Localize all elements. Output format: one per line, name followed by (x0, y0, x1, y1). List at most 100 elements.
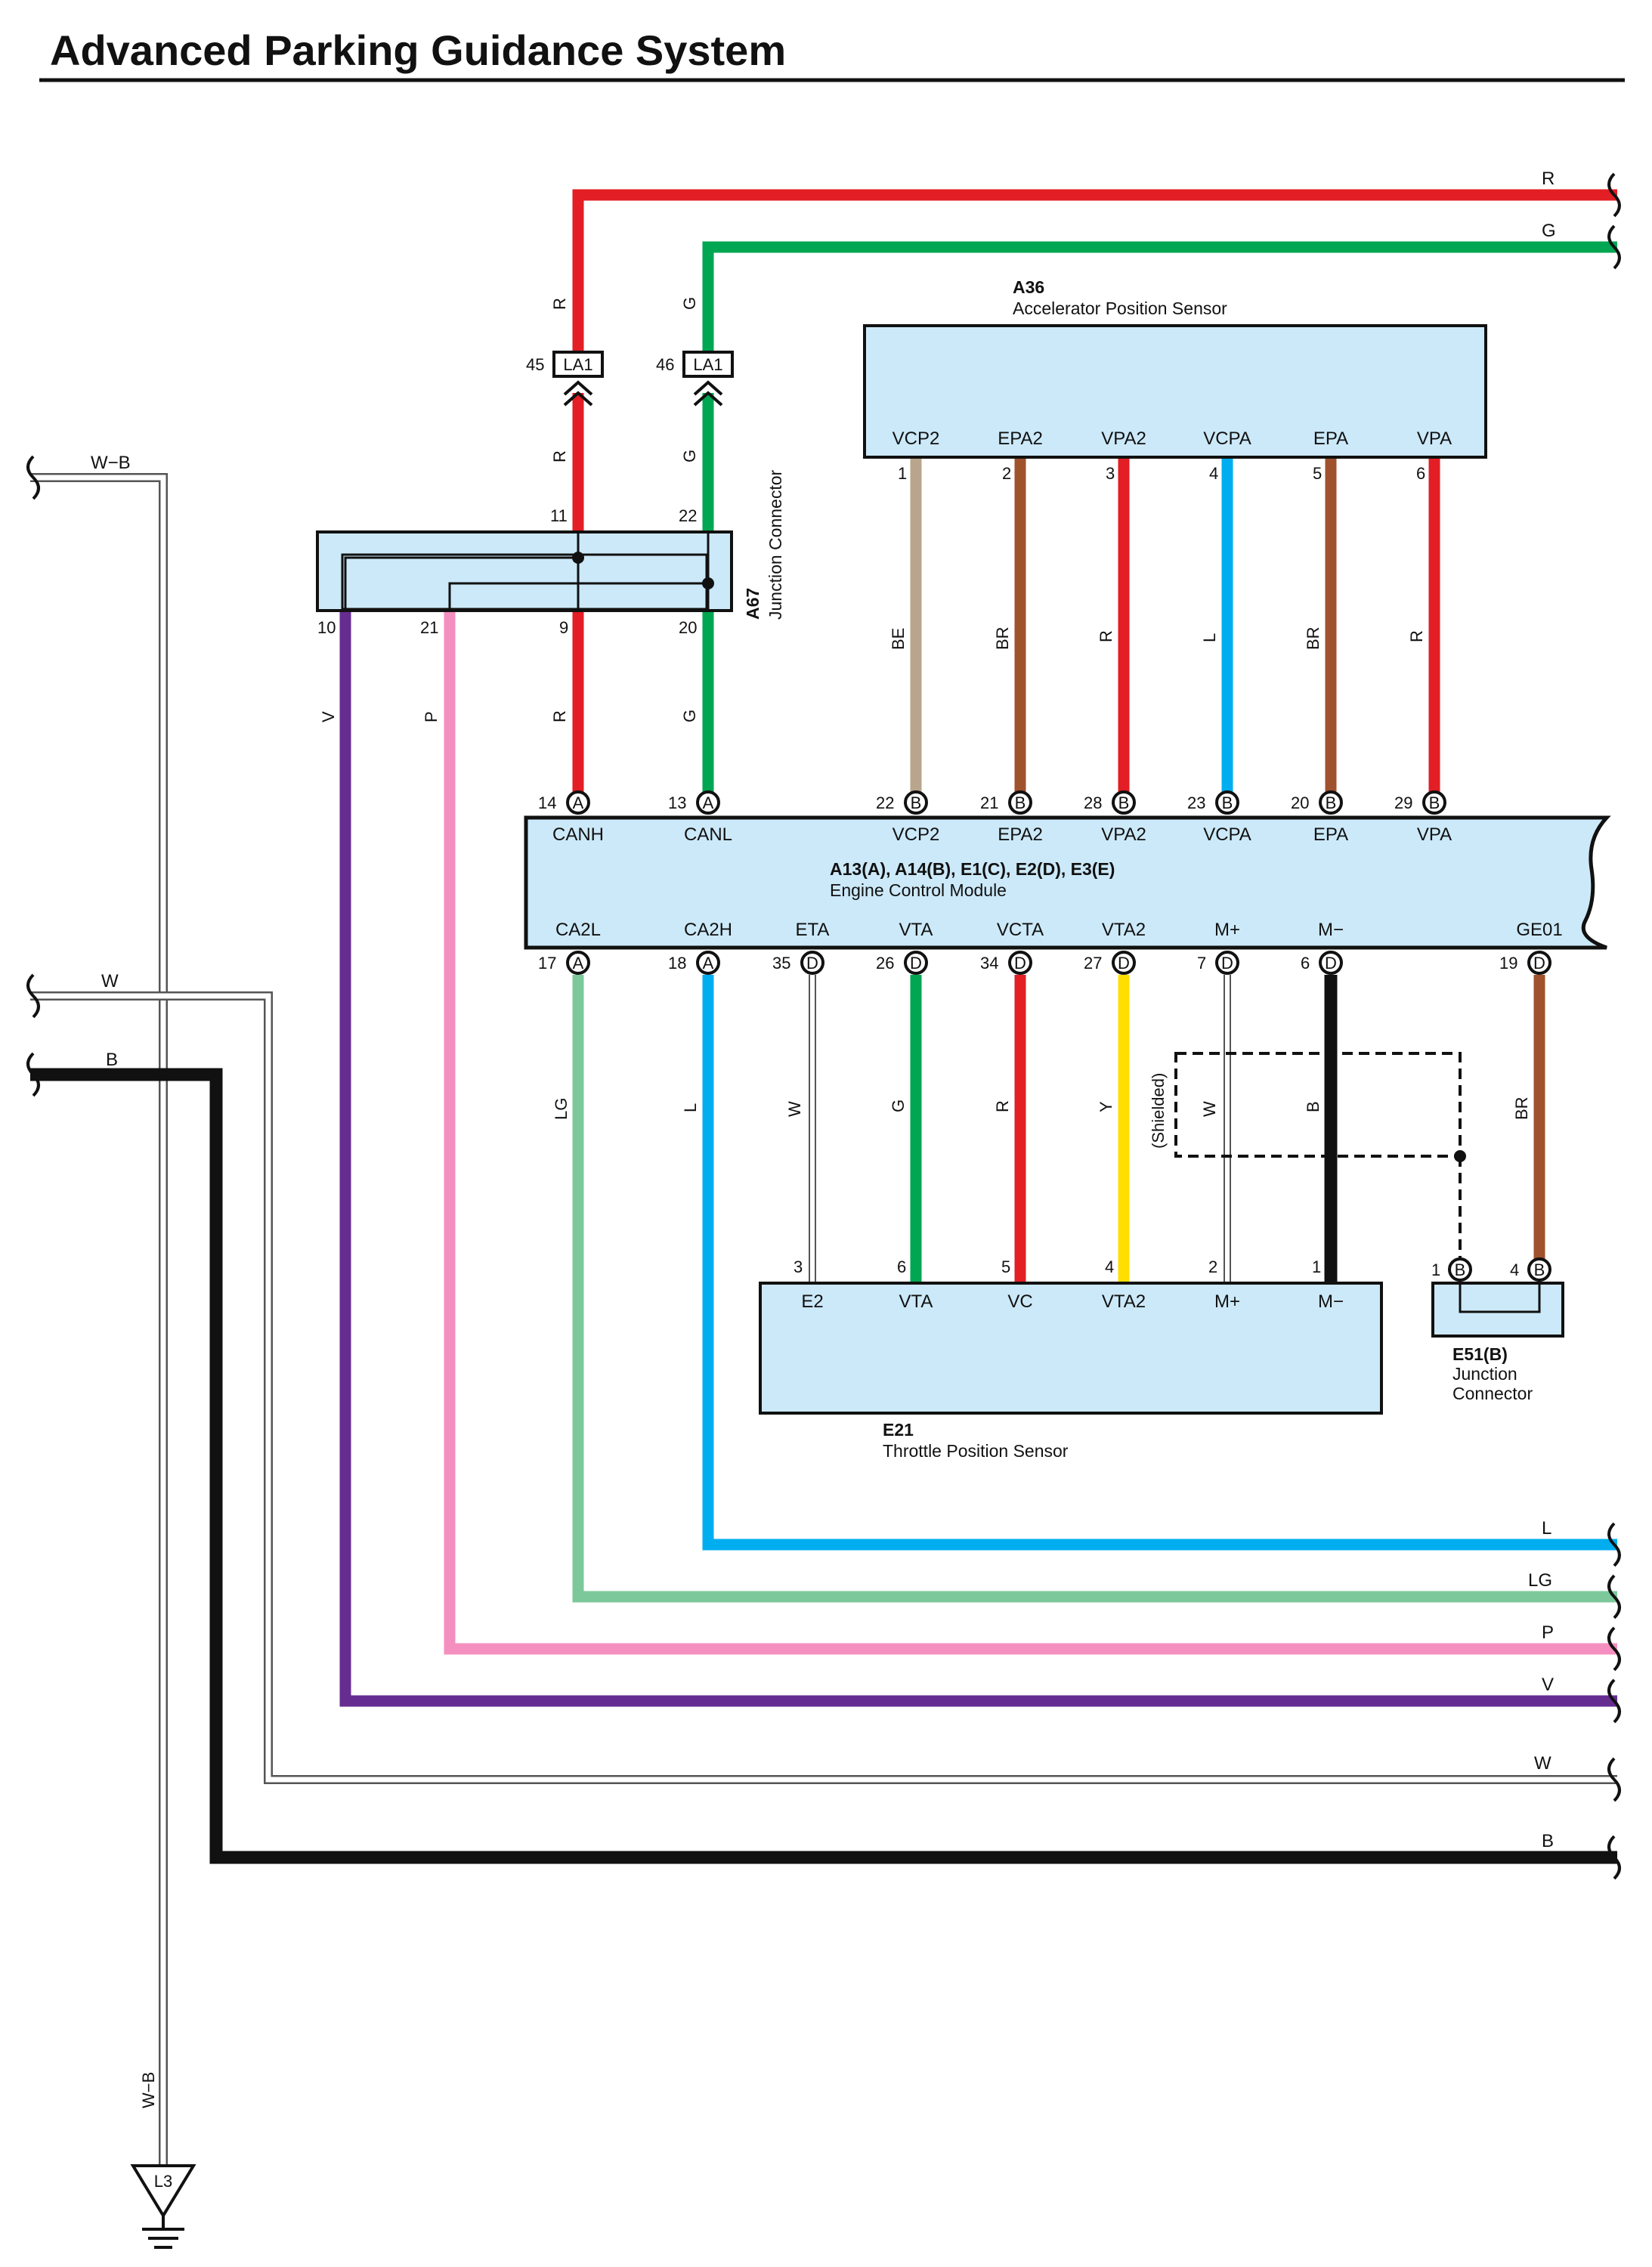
right-label-lg: LG (1528, 1570, 1552, 1591)
ecm-pin-13a-num: 13 (668, 793, 686, 812)
la1-45-box (552, 351, 604, 378)
ecm-pin-17a-circle (566, 951, 590, 975)
ecm-term-canl: CANL (684, 824, 732, 845)
ecm-pin-19d-circle (1527, 951, 1551, 975)
ecm-pin-26d-conn: D (910, 954, 922, 973)
ecm-pin-7d-circle (1215, 951, 1239, 975)
wire-v (339, 611, 1617, 1707)
e51-id: E51(B) (1452, 1344, 1508, 1364)
e21-term-mminus: M− (1318, 1291, 1344, 1312)
wire-r-top (572, 189, 1617, 363)
ecm-term-vcpa: VCPA (1203, 824, 1251, 845)
e21-id: E21 (883, 1420, 914, 1440)
a36-pin-2: 2 (1002, 464, 1011, 483)
engine-control-module: A13(A), A14(B), E1(C), E2(D), E3(E) Engi… (524, 815, 1611, 950)
e21-pin-1: 1 (1312, 1257, 1321, 1276)
wire-g-top (702, 241, 1617, 363)
right-wire-labels: R G L LG P V W B (1528, 169, 1556, 1851)
e21-pin-6: 6 (897, 1257, 906, 1276)
left-wire-labels: W−B W B (91, 453, 131, 1070)
ecm-pin-22b: B 22 (876, 790, 928, 815)
e51-name-line2: Connector (1452, 1384, 1533, 1403)
ground-icon (148, 2216, 163, 2234)
tag-a67-p: P (422, 711, 441, 722)
e51-pin-1b-conn: B (1455, 1260, 1466, 1279)
break-g (1607, 224, 1621, 270)
ecm-pin-35d-conn: D (806, 954, 818, 973)
e21-pin-5: 5 (1001, 1257, 1010, 1276)
ecm-pin-34d-circle (1008, 951, 1032, 975)
ecm-term-mplus: M+ (1214, 920, 1240, 940)
a67-pin-20: 20 (679, 618, 697, 637)
a36-pin-1: 1 (898, 464, 907, 483)
ecm-term-ca2h: CA2H (684, 920, 732, 940)
right-label-g: G (1542, 221, 1556, 241)
a36-pin-6: 6 (1416, 464, 1425, 483)
a67-junction-connector: 11 22 10 21 9 20 A67 Junction Connector (316, 469, 785, 637)
e21-pin-2: 2 (1208, 1257, 1217, 1276)
ecm-pin-19d-num: 19 (1499, 954, 1517, 973)
a36-pin-4: 4 (1209, 464, 1218, 483)
page-title: Advanced Parking Guidance System (50, 26, 786, 74)
e21-term-e2: E2 (801, 1291, 823, 1312)
ecm-id: A13(A), A14(B), E1(C), E2(D), E3(E) (830, 859, 1115, 879)
right-label-p: P (1542, 1622, 1554, 1643)
ecm-pin-21b-conn: B (1015, 793, 1026, 812)
tag-upper-r: R (550, 298, 569, 310)
ecm-pin-18a-circle (696, 951, 720, 975)
ecm-pin-27d: D 27 (1084, 951, 1136, 975)
ecm-pin-23b: B 23 (1187, 790, 1239, 815)
wire-wb-out (30, 473, 168, 2173)
right-label-r: R (1542, 169, 1555, 189)
wire-w-in (30, 993, 1617, 1783)
ecm-term-canh: CANH (552, 824, 604, 845)
a36-term-epa2: EPA2 (998, 428, 1043, 449)
ecm-pin-20b: B 20 (1291, 790, 1343, 815)
ecm-term-eta: ETA (796, 920, 830, 940)
ecm-term-ca2l: CA2L (555, 920, 601, 940)
tag-e-w2: W (1200, 1101, 1219, 1117)
tag-mid-g: G (680, 450, 699, 462)
e51-junction-connector: B 1 B 4 E51(B) Junction Connector (1431, 1257, 1564, 1403)
ecm-pin-35d-circle (800, 951, 824, 975)
ecm-pin-26d: D 26 (876, 951, 928, 975)
tag-a36-5: BR (1304, 626, 1323, 650)
ecm-pin-21b: B 21 (980, 790, 1032, 815)
wires (30, 189, 1617, 2173)
e21-throttle-position-sensor: E2 VTA VC VTA2 M+ M− 3 6 5 4 2 1 E21 Thr… (759, 1257, 1383, 1461)
a36-term-epa: EPA (1313, 428, 1348, 449)
break-left-wb (26, 455, 40, 500)
ecm-pin-17a-num: 17 (538, 954, 556, 973)
la1-46-box (682, 351, 734, 378)
ecm-pin-7d: D 7 (1197, 951, 1239, 975)
a67-pin-11: 11 (550, 506, 568, 525)
ecm-pin-19d: D 19 (1499, 951, 1551, 975)
e51-pin-1b: B 1 (1431, 1257, 1472, 1282)
e21-term-vta2: VTA2 (1102, 1291, 1146, 1312)
ground-label: L3 (154, 2172, 172, 2191)
ecm-pin-27d-num: 27 (1084, 954, 1102, 973)
tag-e-r: R (993, 1100, 1012, 1112)
ecm-pin-27d-circle (1112, 951, 1136, 975)
la1-connector-46: LA1 46 (656, 351, 734, 407)
ecm-pin-29b-circle (1422, 790, 1446, 815)
e51-pin-1b-num: 1 (1431, 1260, 1440, 1279)
ecm-term-vta2: VTA2 (1102, 920, 1146, 940)
ecm-term-epa: EPA (1313, 824, 1348, 845)
break-left-w (26, 973, 40, 1019)
ecm-pin-20b-num: 20 (1291, 793, 1309, 812)
ecm-pin-28b: B 28 (1084, 790, 1136, 815)
la1-46-label: LA1 (693, 355, 722, 374)
a67-pin-22: 22 (679, 506, 697, 525)
ecm-pin-18a-num: 18 (668, 954, 686, 973)
tag-e-br: BR (1512, 1096, 1531, 1120)
ecm-name: Engine Control Module (830, 880, 1007, 900)
wire-tags: R G R G R G V P BE BR R L BR R LG L W G … (139, 297, 1531, 2108)
ecm-pin-21b-circle (1008, 790, 1032, 815)
ecm-pin-17a-conn: A (573, 954, 584, 973)
a36-name: Accelerator Position Sensor (1013, 298, 1227, 318)
a36-pin-5: 5 (1313, 464, 1322, 483)
ecm-pin-6d-num: 6 (1301, 954, 1310, 973)
ecm-term-vpa: VPA (1417, 824, 1452, 845)
